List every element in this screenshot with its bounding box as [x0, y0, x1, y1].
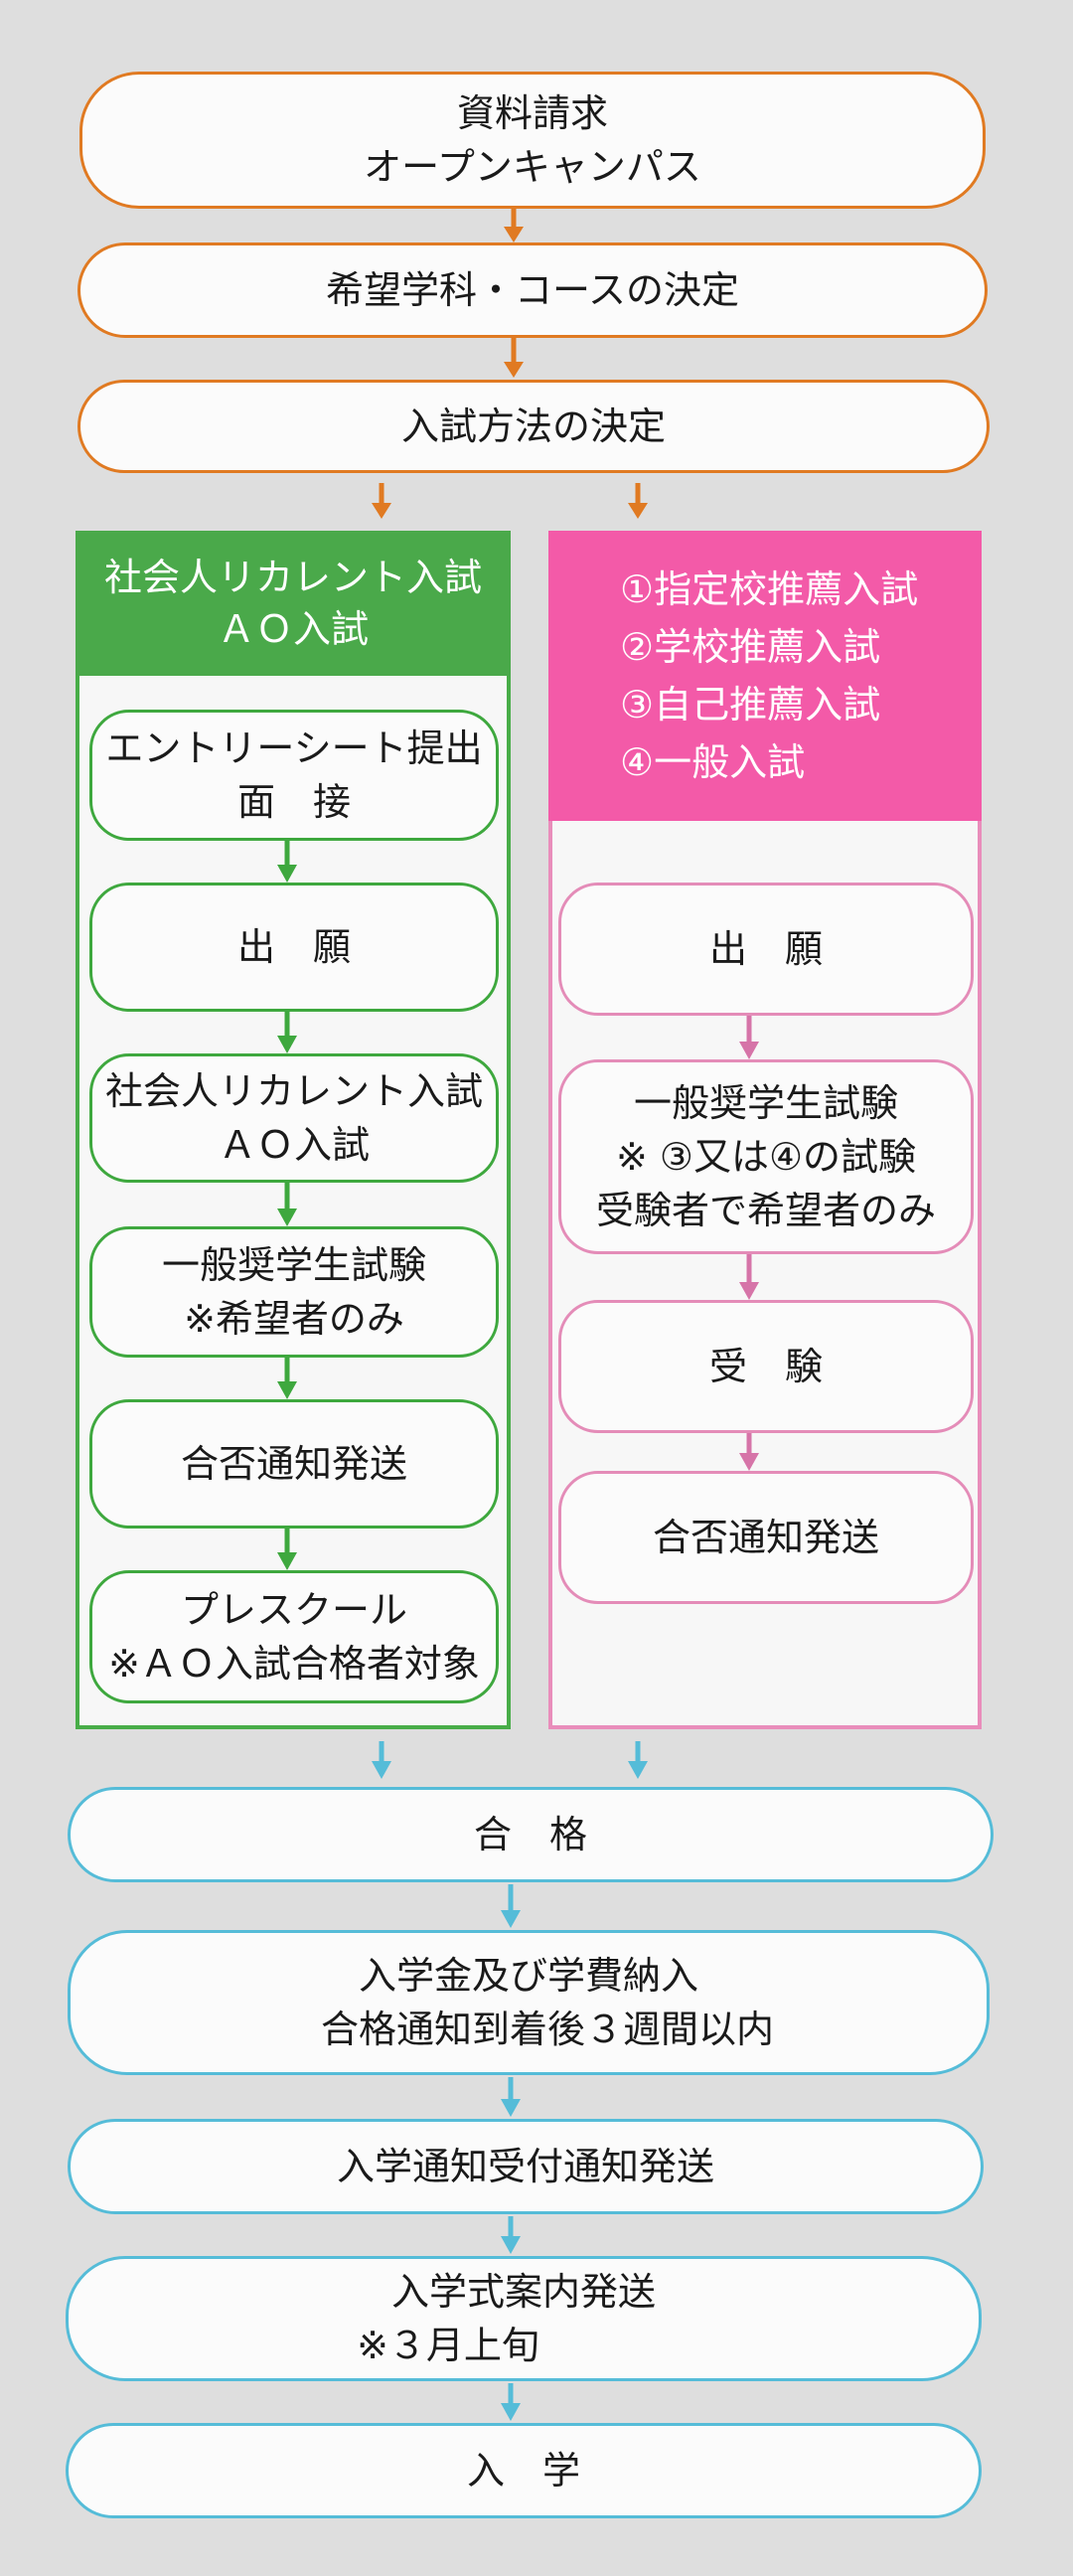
- left-step-scholar: 一般奨学生試験 ※希望者のみ: [89, 1226, 499, 1358]
- arrow-down-icon: [372, 1741, 391, 1779]
- arrow-down-icon: [501, 1884, 521, 1928]
- arrow-down-icon: [504, 209, 524, 242]
- step-method: 入試方法の決定: [77, 380, 990, 473]
- step-text: 入 学: [466, 2449, 580, 2493]
- step-admission: 入 学: [66, 2423, 982, 2518]
- step-text: 社会人リカレント入試: [104, 1069, 483, 1113]
- arrow-down-icon: [277, 1183, 297, 1226]
- step-text: 合格通知到着後３週間以内: [282, 2008, 774, 2051]
- step-text: 受験者で希望者のみ: [595, 1189, 936, 1232]
- arrow-down-icon: [628, 483, 648, 519]
- arrow-down-icon: [504, 338, 524, 378]
- arrow-down-icon: [501, 2383, 521, 2421]
- step-text: 入試方法の決定: [400, 404, 666, 448]
- arrow-down-icon: [501, 2216, 521, 2254]
- step-text: 出 願: [708, 927, 823, 971]
- step-text: 資料請求: [456, 91, 608, 135]
- step-text: 合否通知発送: [652, 1516, 879, 1559]
- step-text: 受 験: [708, 1345, 823, 1388]
- arrow-down-icon: [277, 1358, 297, 1399]
- step-text: 入学通知受付通知発送: [336, 2145, 714, 2188]
- arrow-down-icon: [277, 1529, 297, 1570]
- header-text: 社会人リカレント入試: [103, 556, 482, 599]
- left-step-exam: 社会人リカレント入試 ＡＯ入試: [89, 1053, 499, 1183]
- step-text: オープンキャンパス: [364, 145, 701, 189]
- step-text: 一般奨学生試験: [161, 1243, 426, 1287]
- step-request: 資料請求 オープンキャンパス: [79, 72, 986, 209]
- step-receipt: 入学通知受付通知発送: [68, 2119, 984, 2214]
- arrow-down-icon: [628, 1741, 648, 1779]
- step-text: 一般奨学生試験: [633, 1081, 898, 1125]
- arrow-down-icon: [277, 841, 297, 883]
- right-step-scholar: 一般奨学生試験 ※ ③又は④の試験 受験者で希望者のみ: [558, 1059, 974, 1254]
- step-text: 合否通知発送: [180, 1442, 407, 1486]
- right-track-header: ①指定校推薦入試 ②学校推薦入試 ③自己推薦入試 ④一般入試: [548, 531, 982, 821]
- arrow-down-icon: [739, 1433, 759, 1471]
- step-text: ※希望者のみ: [184, 1297, 404, 1341]
- step-text: 入学金及び学費納入: [358, 1954, 698, 1998]
- arrow-down-icon: [501, 2077, 521, 2117]
- left-track-header: 社会人リカレント入試 ＡＯ入試: [76, 531, 511, 676]
- right-step-apply: 出 願: [558, 883, 974, 1016]
- arrow-down-icon: [372, 483, 391, 519]
- header-text: ①指定校推薦入試: [620, 567, 919, 611]
- step-text: エントリーシート提出: [105, 726, 483, 770]
- step-text: ※ ③又は④の試験: [615, 1135, 917, 1179]
- step-text: 出 願: [236, 925, 351, 969]
- step-text: 入学式案内発送: [390, 2270, 656, 2314]
- step-text: ＡＯ入試: [218, 1123, 370, 1167]
- step-text: 面 接: [236, 780, 351, 824]
- right-step-exam: 受 験: [558, 1300, 974, 1433]
- arrow-down-icon: [739, 1254, 759, 1300]
- arrow-down-icon: [277, 1012, 297, 1053]
- step-text: ※３月上旬: [357, 2324, 690, 2367]
- left-step-entry: エントリーシート提出 面 接: [89, 710, 499, 841]
- step-ceremony: 入学式案内発送 ※３月上旬: [66, 2256, 982, 2381]
- header-text: ＡＯ入試: [217, 607, 369, 651]
- step-text: 合 格: [473, 1813, 587, 1856]
- left-step-preschool: プレスクール ※ＡＯ入試合格者対象: [89, 1570, 499, 1703]
- arrow-down-icon: [739, 1016, 759, 1059]
- header-text: ③自己推薦入試: [620, 683, 881, 726]
- right-step-notice: 合否通知発送: [558, 1471, 974, 1604]
- step-fees: 入学金及び学費納入 合格通知到着後３週間以内: [68, 1930, 990, 2075]
- step-course: 希望学科・コースの決定: [77, 242, 988, 338]
- left-step-notice: 合否通知発送: [89, 1399, 499, 1529]
- step-text: ※ＡＯ入試合格者対象: [108, 1642, 480, 1686]
- header-text: ②学校推薦入試: [620, 625, 881, 669]
- header-text: ④一般入試: [620, 740, 806, 784]
- left-step-apply: 出 願: [89, 883, 499, 1012]
- step-pass: 合 格: [68, 1787, 994, 1882]
- step-text: 希望学科・コースの決定: [325, 268, 740, 312]
- step-text: プレスクール: [180, 1588, 407, 1632]
